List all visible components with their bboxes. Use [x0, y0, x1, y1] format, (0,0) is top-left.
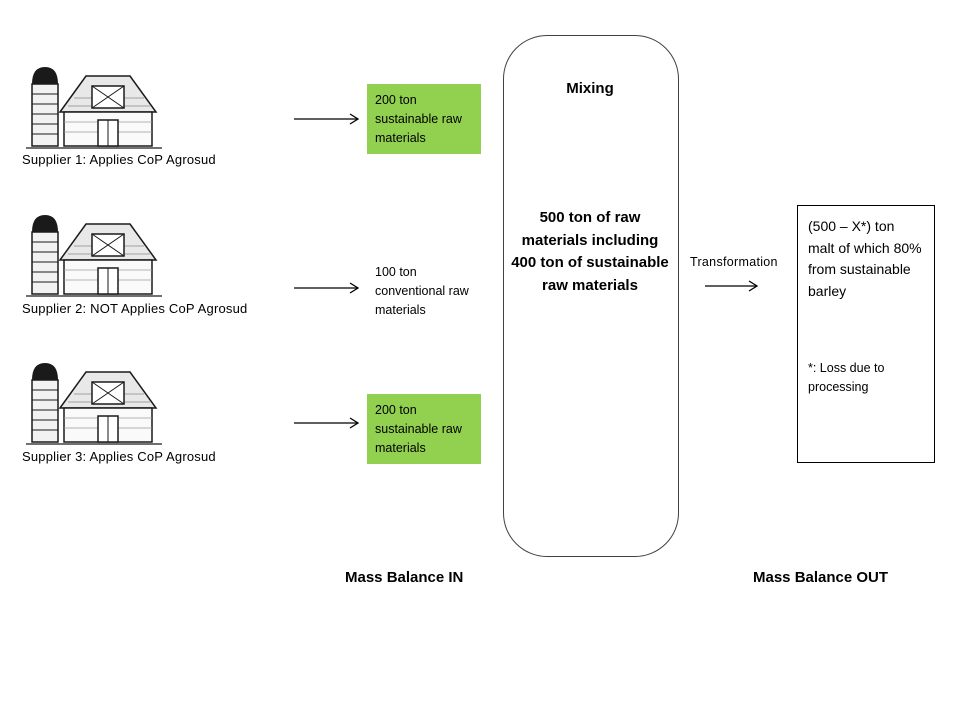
farm-icon-1	[18, 62, 168, 154]
transformation-arrow	[705, 279, 765, 298]
supplier-2-input-text: 100 ton conventional raw materials	[375, 265, 469, 317]
mixing-container	[503, 35, 679, 557]
supplier-1-arrow	[294, 112, 366, 131]
output-footnote: *: Loss due to processing	[808, 360, 885, 394]
mass-balance-in-label: Mass Balance IN	[345, 569, 464, 586]
mass-balance-out-label: Mass Balance OUT	[753, 569, 889, 586]
supplier-2-label: Supplier 2: NOT Applies CoP Agrosud	[22, 301, 248, 316]
mixing-body-text: 500 ton of raw materials including 400 t…	[511, 209, 669, 294]
supplier-3-input-box: 200 ton sustainable raw materials	[367, 394, 481, 465]
supplier-3-arrow	[294, 416, 366, 435]
supplier-3-label: Supplier 3: Applies CoP Agrosud	[22, 449, 216, 464]
supplier-2-arrow	[294, 281, 366, 300]
transformation-label: Transformation	[690, 255, 778, 269]
output-box: (500 – X*) ton malt of which 80% from su…	[797, 205, 935, 463]
farm-icon-3	[18, 358, 168, 450]
mixing-title: Mixing	[566, 80, 614, 97]
supplier-1-label: Supplier 1: Applies CoP Agrosud	[22, 152, 216, 167]
supplier-1-input-box: 200 ton sustainable raw materials	[367, 84, 481, 155]
output-main-text: (500 – X*) ton malt of which 80% from su…	[808, 218, 922, 300]
farm-icon-2	[18, 210, 168, 302]
